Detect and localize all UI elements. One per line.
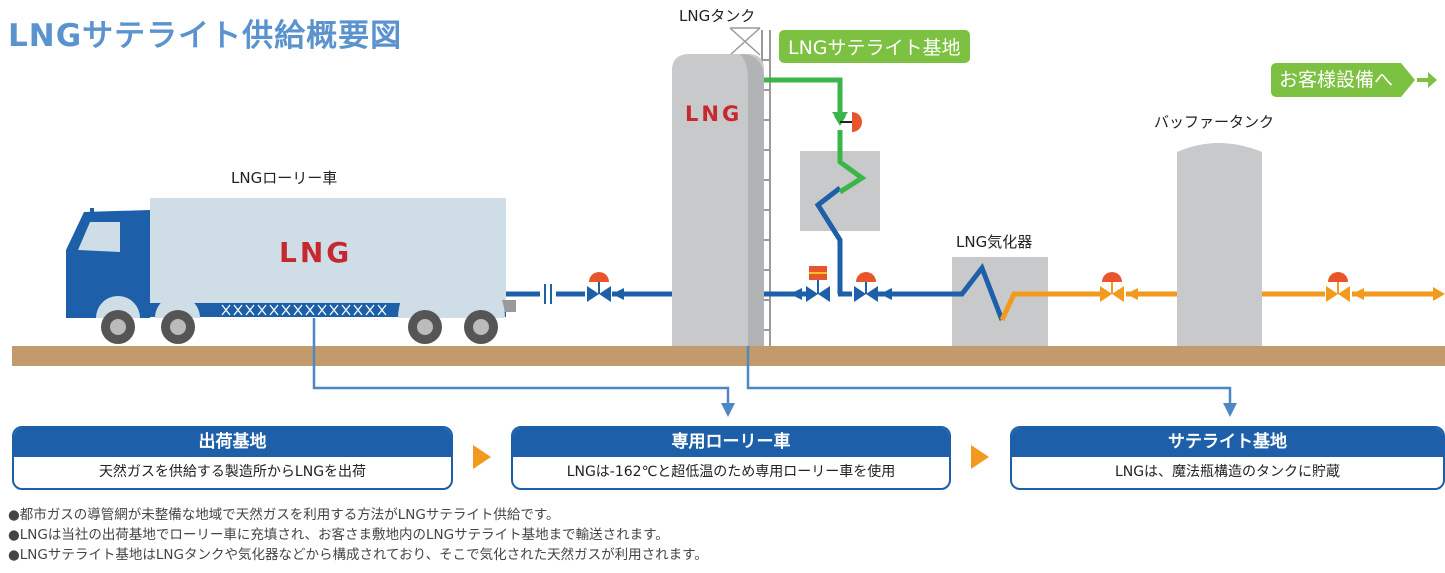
truck-lng-mark: LNG <box>279 236 353 269</box>
stage-shipping-base: 出荷基地 天然ガスを供給する製造所からLNGを出荷 <box>12 426 453 490</box>
lng-lorry-truck <box>66 198 516 318</box>
lng-lorry-label: LNGローリー車 <box>231 169 338 187</box>
gas-line <box>999 291 1100 322</box>
stage-body: LNGは-162℃と超低温のため専用ローリー車を使用 <box>566 464 896 480</box>
stage-connectors <box>312 318 1232 405</box>
vapor-line <box>764 77 843 112</box>
truck-wheels <box>101 310 498 344</box>
buffer-tank-label: バッファータンク <box>1154 113 1275 131</box>
customer-arrow-line <box>1417 72 1438 88</box>
lng-line-riser <box>814 186 843 294</box>
valve-gas-1 <box>1100 272 1124 302</box>
valve-vaporizer-inlet <box>854 272 878 302</box>
customer-badge: お客様設備へ <box>1271 63 1438 97</box>
vaporizer-label: LNG気化器 <box>956 233 1033 251</box>
page-title: LNGサテライト供給概要図 <box>8 18 403 54</box>
valve-inlet <box>587 272 611 302</box>
stage-head: 出荷基地 <box>14 428 451 457</box>
lng-tank-label: LNGタンク <box>679 7 756 25</box>
stage-lorry: 専用ローリー車 LNGは-162℃と超低温のため専用ローリー車を使用 <box>511 426 951 490</box>
valve-tank-outlet <box>806 266 830 302</box>
stage-head: 専用ローリー車 <box>513 428 949 457</box>
stage-head: サテライト基地 <box>1012 428 1443 457</box>
lng-tank <box>672 54 764 346</box>
lng-line-outlet <box>878 262 1005 321</box>
buffer-tank <box>1177 143 1262 346</box>
next-arrow-icon <box>473 445 491 469</box>
valve-vapor <box>832 112 862 132</box>
next-arrow-icon <box>971 445 989 469</box>
note-line: ●LNGは当社の出荷基地でローリー車に充填され、お客さま敷地内のLNGサテライト… <box>8 527 669 543</box>
note-line: ●LNGサテライト基地はLNGタンクや気化器などから構成されており、そこで気化さ… <box>8 547 708 563</box>
stage-body: LNGは、魔法瓶構造のタンクに貯蔵 <box>1114 464 1341 480</box>
stage-body: 天然ガスを供給する製造所からLNGを出荷 <box>98 464 367 480</box>
customer-arrow-icon <box>1401 63 1416 97</box>
tank-top-frame <box>729 27 761 56</box>
note-line: ●都市ガスの導管網が未整備な地域で天然ガスを利用する方法がLNGサテライト供給で… <box>8 507 560 523</box>
vaporizer-box <box>952 257 1048 346</box>
satellite-base-badge: LNGサテライト基地 <box>779 30 970 63</box>
stage-satellite-base: サテライト基地 LNGは、魔法瓶構造のタンクに貯蔵 <box>1010 426 1445 490</box>
valve-gas-2 <box>1326 272 1350 302</box>
customer-badge-label: お客様設備へ <box>1271 63 1402 97</box>
ground <box>12 346 1445 366</box>
notes: ●都市ガスの導管網が未整備な地域で天然ガスを利用する方法がLNGサテライト供給で… <box>8 505 708 565</box>
tank-lng-mark: LNG <box>685 102 743 126</box>
